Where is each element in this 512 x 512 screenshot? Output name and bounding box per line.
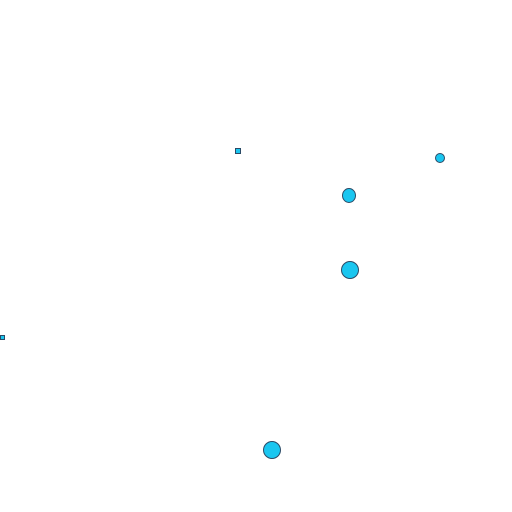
circle-target-icon[interactable] (341, 261, 359, 279)
circle-target-icon[interactable] (263, 441, 281, 459)
circle-target-icon[interactable] (435, 153, 445, 163)
marker-square-icon[interactable] (0, 335, 5, 340)
circle-target-icon[interactable] (342, 188, 356, 203)
marker-square-icon[interactable] (235, 148, 241, 154)
